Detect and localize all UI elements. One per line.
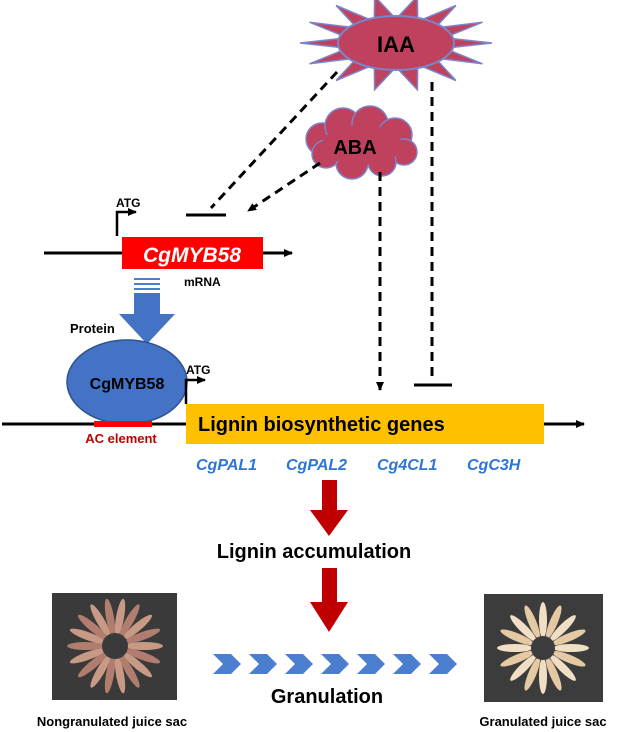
- mrna-label: mRNA: [184, 275, 221, 289]
- regulation-lines: [186, 70, 452, 391]
- nongranulated-photo: [52, 593, 177, 700]
- lignin-gene-locus: Protein CgMYB58 AC element ATG Lignin bi…: [2, 321, 585, 446]
- ac-element-label: AC element: [85, 431, 157, 446]
- cgmyb58-box: [122, 237, 263, 269]
- red-arrow-1: [310, 480, 348, 536]
- iaa-starburst: IAA: [299, 0, 493, 92]
- granulated-caption: Granulated juice sac: [479, 714, 606, 729]
- iaa-inhibits-cgmyb58: [209, 70, 339, 210]
- chevron-2: [249, 654, 277, 674]
- aba-cloud: [305, 105, 418, 180]
- cgmyb58-gene-label: CgMYB58: [143, 244, 241, 267]
- lignin-accumulation-label: Lignin accumulation: [217, 541, 411, 563]
- chevron-4: [321, 654, 349, 674]
- protein-label: Protein: [70, 321, 115, 336]
- red-arrow-2: [310, 568, 348, 632]
- chevron-row: [213, 654, 457, 674]
- gene-cgpal1: CgPAL1: [196, 457, 257, 474]
- ac-element: [94, 421, 152, 427]
- tss-arrow-top: [115, 208, 137, 236]
- granulation-label: Granulation: [271, 686, 383, 708]
- granulated-photo: [484, 594, 603, 702]
- cgmyb58-gene: ATG CgMYB58 mRNA: [44, 196, 293, 289]
- aba-activates-cgmyb58: [247, 161, 321, 213]
- chevron-6: [393, 654, 421, 674]
- atg-top-label: ATG: [116, 196, 140, 210]
- gene-cgc3h: CgC3H: [467, 457, 521, 474]
- lignin-genes-label: Lignin biosynthetic genes: [198, 414, 445, 436]
- tss-arrow-lignin: [184, 376, 206, 404]
- nongranulated-caption: Nongranulated juice sac: [37, 714, 187, 729]
- chevron-7: [429, 654, 457, 674]
- protein-name: CgMYB58: [90, 376, 165, 393]
- gene-cgpal2: CgPAL2: [286, 457, 347, 474]
- translation-arrow: [119, 278, 175, 344]
- atg-lignin-label: ATG: [186, 363, 210, 377]
- chevron-5: [357, 654, 385, 674]
- gene-cg4cl1: Cg4CL1: [377, 457, 438, 474]
- aba-label: ABA: [333, 137, 376, 159]
- iaa-label: IAA: [377, 32, 415, 57]
- lignin-genes-box: [186, 404, 544, 444]
- lignin-gene-list: CgPAL1 CgPAL2 Cg4CL1 CgC3H: [196, 457, 521, 474]
- chevron-1: [213, 654, 241, 674]
- chevron-3: [285, 654, 313, 674]
